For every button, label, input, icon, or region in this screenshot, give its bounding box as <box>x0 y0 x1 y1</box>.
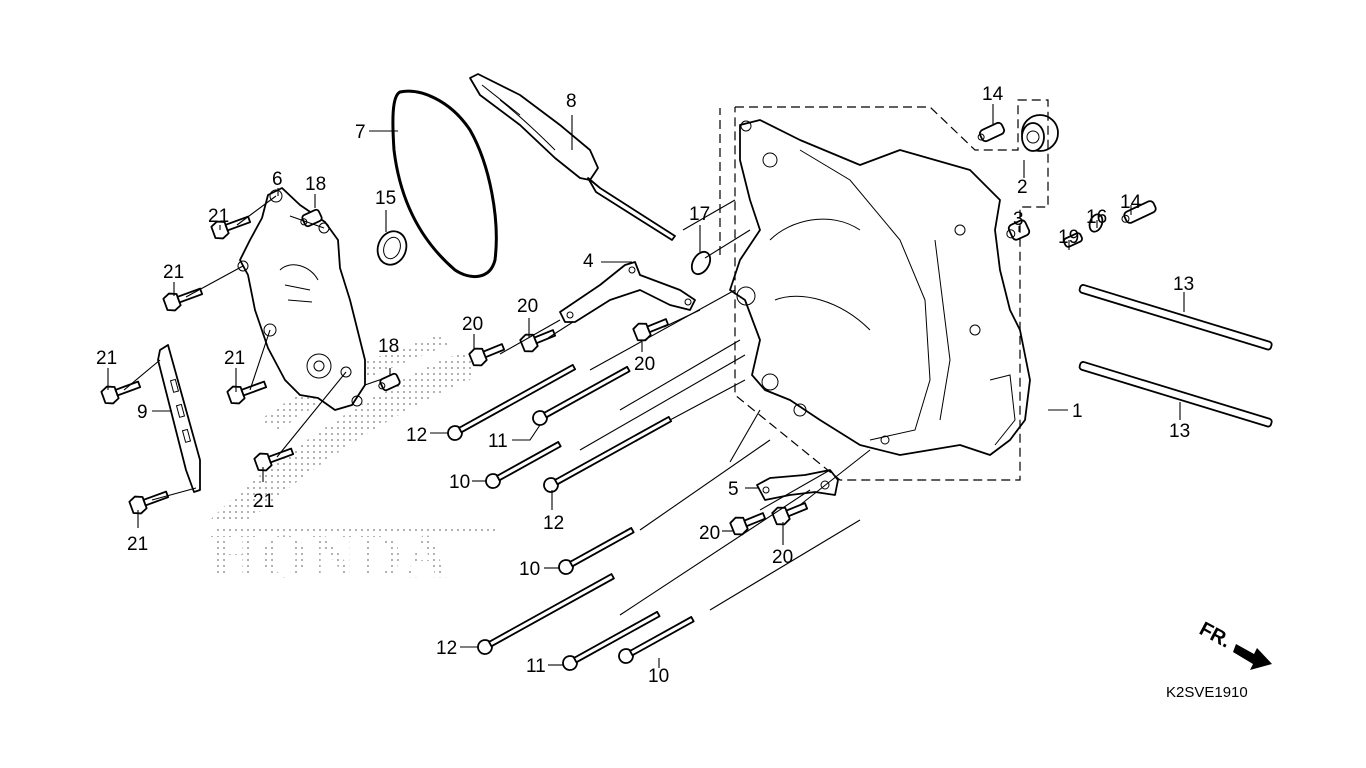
callout-17: 17 <box>689 204 710 225</box>
callout-15: 15 <box>375 188 396 209</box>
callout-18b: 18 <box>378 336 399 357</box>
callout-16: 16 <box>1086 207 1107 228</box>
part-15-oil-seal <box>376 230 408 266</box>
callout-labels: 1 2 3 4 5 6 7 8 9 10 10 10 11 11 12 12 1… <box>96 84 1194 687</box>
callout-12b: 12 <box>543 513 564 534</box>
callout-20d: 20 <box>699 523 720 544</box>
callout-21d: 21 <box>224 348 245 369</box>
callout-12a: 12 <box>406 425 427 446</box>
callout-20e: 20 <box>772 547 793 568</box>
callout-18a: 18 <box>305 174 326 195</box>
callout-10c: 10 <box>648 666 669 687</box>
callout-21c: 21 <box>96 348 117 369</box>
figure-code: K2SVE1910 <box>1166 684 1248 701</box>
callout-5: 5 <box>728 479 739 500</box>
callout-21b: 21 <box>163 262 184 283</box>
callout-2: 2 <box>1017 177 1028 198</box>
callout-14a: 14 <box>982 84 1004 105</box>
callout-20c: 20 <box>634 354 655 375</box>
callout-13a: 13 <box>1173 274 1194 295</box>
part-9-bracket <box>157 344 201 493</box>
bolts-20 <box>468 318 809 536</box>
part-1-crankcase <box>729 119 1031 456</box>
callout-10a: 10 <box>449 472 470 493</box>
callout-11b: 11 <box>526 656 546 677</box>
part-8-oil-gauge <box>469 73 676 241</box>
callout-13b: 13 <box>1169 421 1190 442</box>
callout-21a: 21 <box>208 206 229 227</box>
long-bolts <box>447 363 695 671</box>
callout-1: 1 <box>1072 401 1083 422</box>
part-7-gasket <box>391 89 498 279</box>
leader-lines <box>107 104 1185 668</box>
part-17-o-ring <box>690 250 712 276</box>
callout-9: 9 <box>137 402 148 423</box>
studs-13 <box>1078 284 1273 428</box>
front-direction-indicator: FR. <box>1196 618 1272 670</box>
callout-20b: 20 <box>517 296 538 317</box>
callout-14b: 14 <box>1120 192 1142 213</box>
callout-20a: 20 <box>462 314 483 335</box>
callout-12c: 12 <box>436 638 457 659</box>
small-parts-right <box>977 114 1157 248</box>
callout-21f: 21 <box>127 534 148 555</box>
front-label: FR. <box>1196 618 1235 653</box>
callout-7: 7 <box>355 122 366 143</box>
honda-logo-text: HONDA <box>210 523 451 591</box>
callout-10b: 10 <box>519 559 540 580</box>
callout-4: 4 <box>583 251 594 272</box>
callout-19: 19 <box>1058 227 1079 248</box>
part-2-bearing <box>1021 114 1059 152</box>
callout-3: 3 <box>1013 209 1024 230</box>
callout-8: 8 <box>566 91 577 112</box>
callout-6: 6 <box>272 169 283 190</box>
part-6-cover <box>237 187 366 411</box>
callout-21e: 21 <box>253 491 274 512</box>
assembly-outline <box>719 99 1049 481</box>
callout-11a: 11 <box>488 431 508 452</box>
front-arrow-icon <box>1233 644 1272 670</box>
part-4-stay <box>559 261 696 323</box>
